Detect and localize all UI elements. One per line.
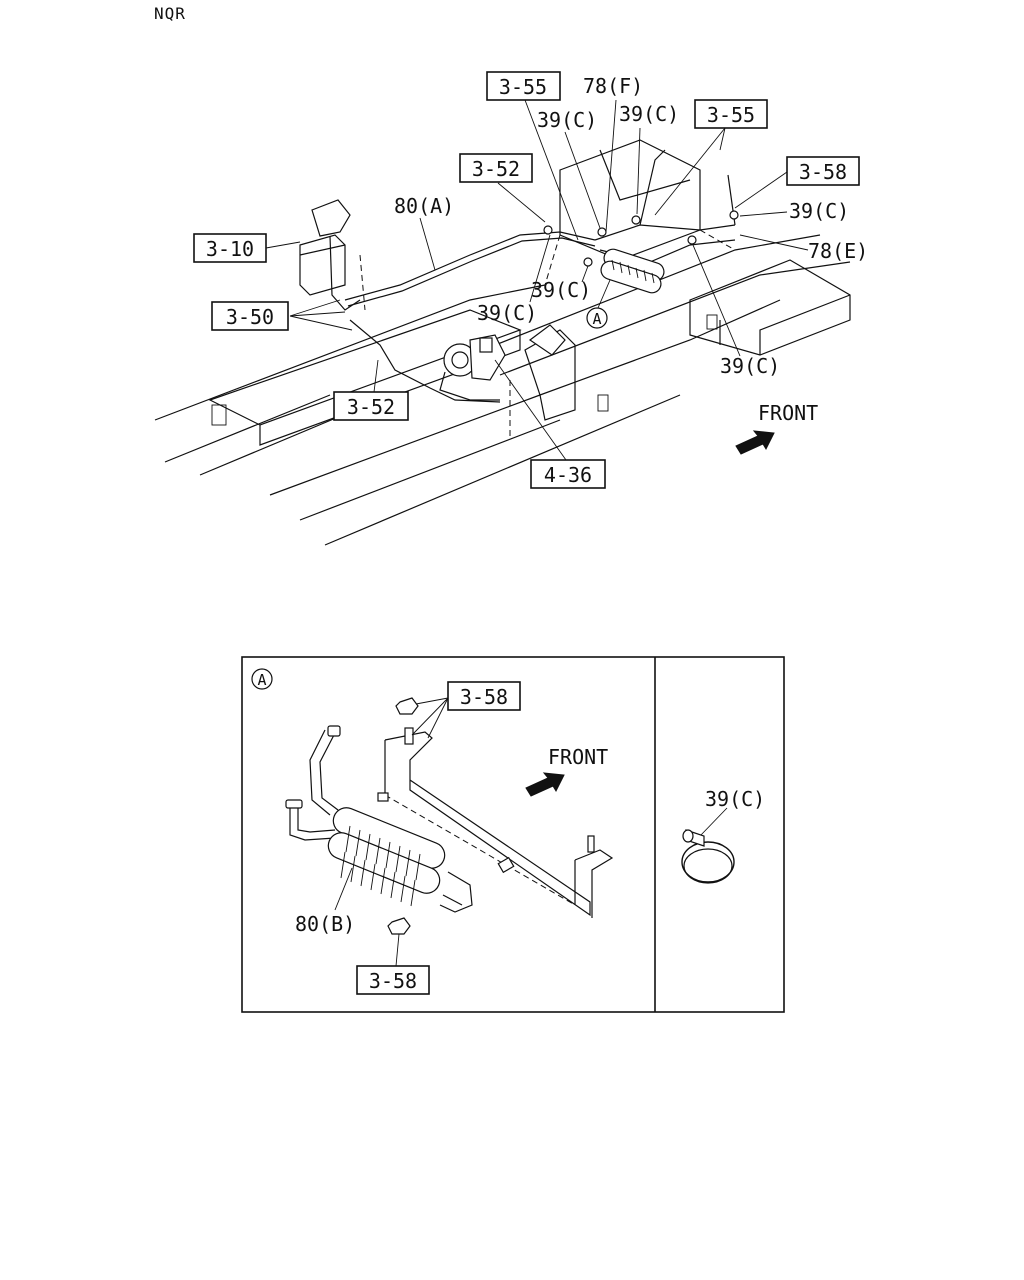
svg-text:3-50: 3-50 — [226, 305, 274, 329]
detail-front-arrow-icon: FRONT — [525, 745, 608, 797]
ref-3-58[interactable]: 3-58 — [786, 156, 860, 186]
detail-clamp-label: 39(C) — [705, 787, 765, 811]
detail-part-label-80b: 80(B) — [295, 912, 355, 936]
detail-leader-lines — [334, 697, 728, 967]
detail-marker-a-panel: A — [251, 668, 273, 690]
hose-clamp-icon — [681, 829, 735, 884]
oil-cooler-detail-icon — [285, 725, 473, 913]
ref-4-36[interactable]: 4-36 — [530, 459, 606, 489]
svg-text:3-10: 3-10 — [206, 237, 254, 261]
callout-78e: 78(E) — [808, 239, 868, 263]
ref-3-10[interactable]: 3-10 — [193, 233, 267, 263]
ref-3-52-bottom[interactable]: 3-52 — [333, 391, 409, 421]
svg-text:3-52: 3-52 — [472, 157, 520, 181]
callout-39c-4: 39(C) — [531, 278, 591, 302]
leader-lines — [265, 99, 809, 461]
svg-text:3-58: 3-58 — [460, 685, 508, 709]
detail-ref-3-58-top[interactable]: 3-58 — [447, 681, 521, 711]
svg-text:3-55: 3-55 — [499, 75, 547, 99]
svg-text:3-58: 3-58 — [799, 160, 847, 184]
front-label: FRONT — [758, 401, 818, 425]
pipe-lines — [344, 149, 736, 403]
detail-marker-a[interactable]: A — [586, 307, 608, 329]
callout-39c-1: 39(C) — [537, 108, 597, 132]
model-code: NQR — [154, 4, 186, 23]
svg-text:3-55: 3-55 — [707, 103, 755, 127]
detail-panel — [241, 656, 785, 1013]
steering-pump-icon — [439, 334, 506, 401]
ref-3-55-left[interactable]: 3-55 — [486, 71, 561, 101]
callout-39c-3: 39(C) — [789, 199, 849, 223]
svg-text:3-58: 3-58 — [369, 969, 417, 993]
reservoir-tank-icon — [299, 199, 361, 311]
oil-cooler-icon — [600, 248, 665, 294]
svg-text:3-52: 3-52 — [347, 395, 395, 419]
clamp-markers — [543, 210, 739, 267]
ref-3-50[interactable]: 3-50 — [211, 301, 289, 331]
callout-39c-6: 39(C) — [720, 354, 780, 378]
callout-39c-2: 39(C) — [619, 102, 679, 126]
svg-text:4-36: 4-36 — [544, 463, 592, 487]
front-arrow-icon: FRONT — [735, 401, 818, 455]
callout-39c-5: 39(C) — [477, 301, 537, 325]
cooler-bracket-icon — [377, 727, 614, 918]
ref-3-52-top[interactable]: 3-52 — [459, 153, 533, 183]
flange-nut-icon — [387, 697, 419, 935]
callout-80a: 80(A) — [394, 194, 454, 218]
detail-front-label: FRONT — [548, 745, 608, 769]
ref-3-55-right[interactable]: 3-55 — [694, 99, 768, 129]
callout-78f: 78(F) — [583, 74, 643, 98]
detail-ref-3-58-bottom[interactable]: 3-58 — [356, 965, 430, 995]
svg-text:A: A — [257, 671, 266, 689]
svg-text:A: A — [592, 310, 601, 328]
